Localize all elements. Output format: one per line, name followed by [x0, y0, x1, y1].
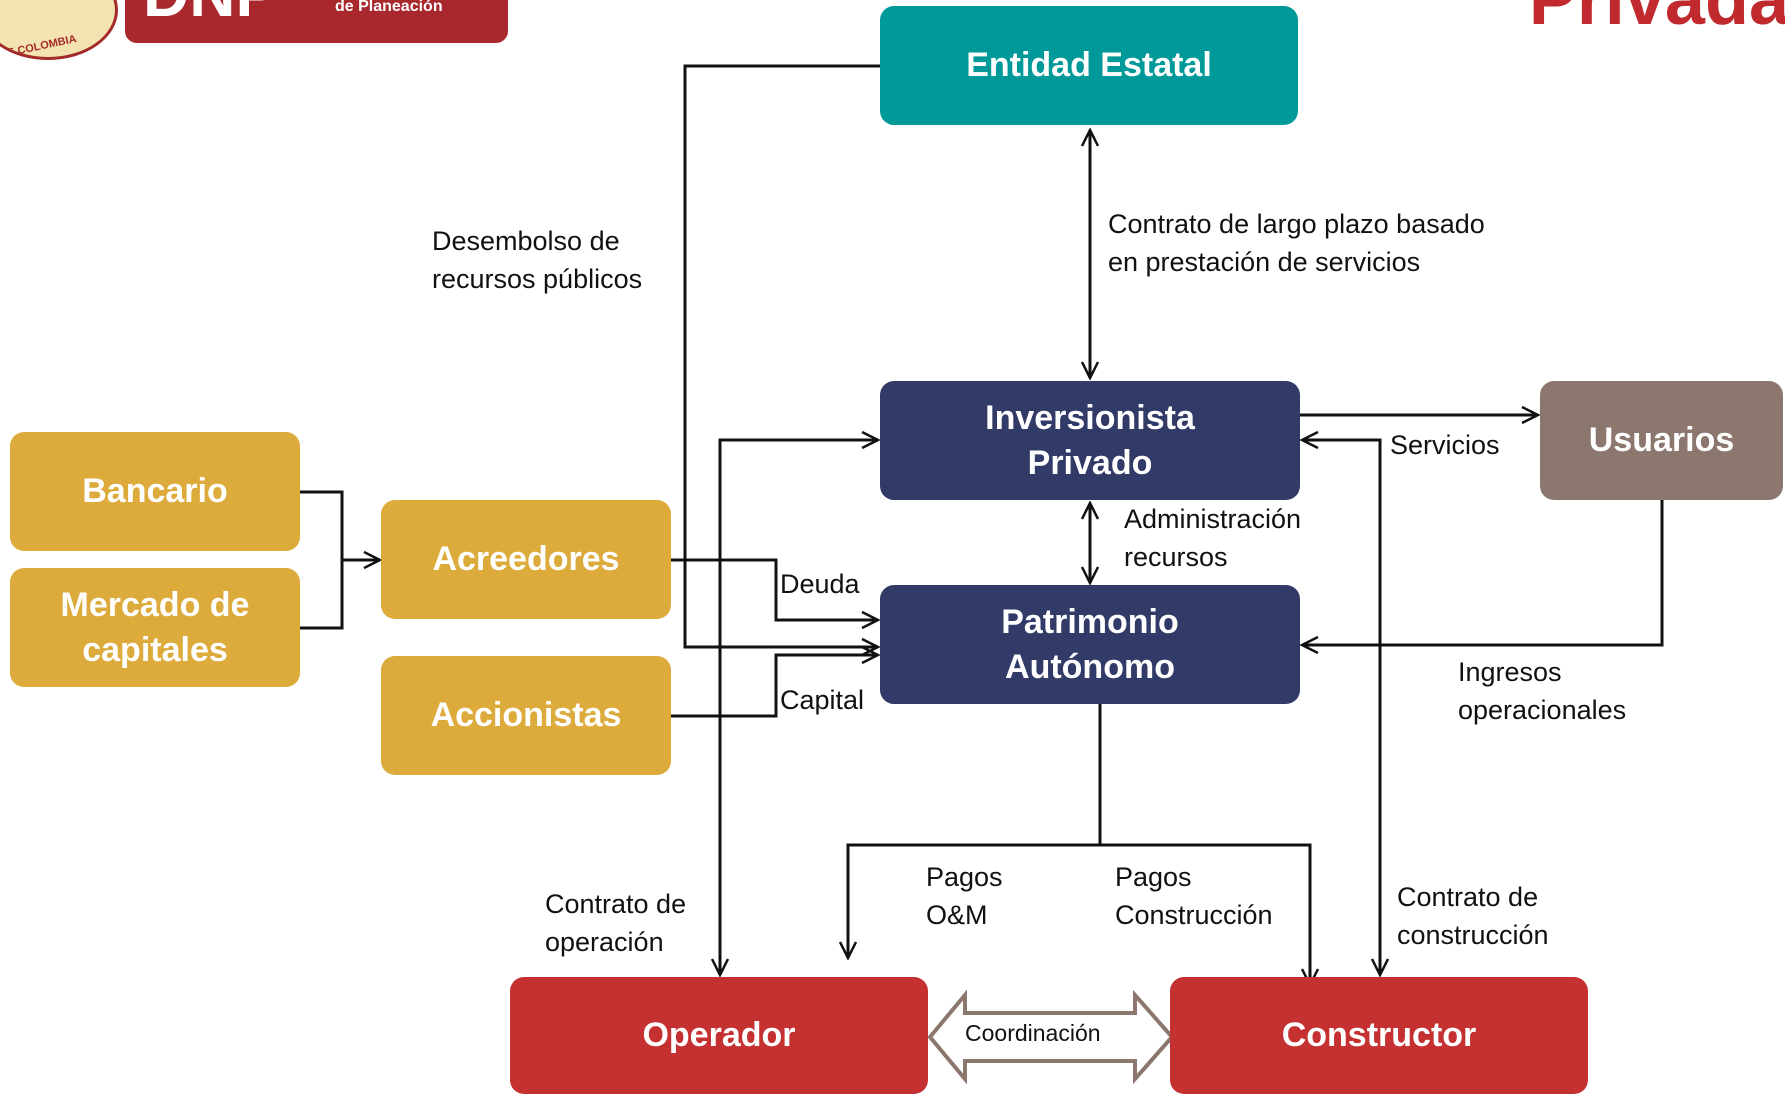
- node-mercado-de-capitales: Mercado de capitales: [10, 568, 300, 687]
- line-bancario: [300, 490, 344, 630]
- node-constructor: Constructor: [1170, 977, 1588, 1094]
- label-desembolso: Desembolso de recursos públicos: [432, 226, 643, 294]
- line-pagos: [1052, 698, 1102, 845]
- label-contrato-construccion: Contrato de construcción: [1397, 882, 1549, 950]
- dnp-logo-text: DNP: [143, 0, 278, 26]
- node-entidad-estatal: Entidad Estatal: [880, 6, 1298, 125]
- node-operador: Operador: [510, 977, 928, 1094]
- label-contrato-largo-plazo: Contrato de largo plazo basado en presta…: [1108, 209, 1485, 277]
- arrow-pagos-construccion: [1100, 843, 1310, 985]
- label-administracion-recursos: Administración recursos: [1124, 504, 1302, 572]
- page-title-fragment: Privada: [1528, 0, 1785, 40]
- node-patrimonio-autonomo: Patrimonio Autónomo: [880, 585, 1300, 704]
- label-servicios: Servicios: [1390, 430, 1500, 460]
- label-capital: Capital: [780, 685, 865, 715]
- arrow-contrato-construccion: [1302, 440, 1380, 975]
- node-usuarios: Usuarios: [1540, 381, 1783, 500]
- dnp-logo-subtitle: de Planeación: [335, 0, 443, 15]
- node-accionistas: Accionistas: [381, 656, 671, 775]
- label-pagos-construccion: Pagos Construcción: [1115, 862, 1273, 930]
- label-deuda: Deuda: [780, 569, 860, 599]
- label-contrato-operacion: Contrato de operación: [545, 889, 687, 957]
- arrow-pagos-om: [848, 843, 1100, 958]
- node-acreedores: Acreedores: [381, 500, 671, 619]
- label-coordinacion: Coordinación: [965, 1020, 1101, 1046]
- node-bancario: Bancario: [10, 432, 300, 551]
- arrow-contrato-operacion: [720, 440, 878, 975]
- dnp-logo: DNP de Planeación: [125, 0, 508, 43]
- arrow-ingresos: [1302, 500, 1664, 645]
- node-inversionista-privado: Inversionista Privado: [880, 381, 1300, 500]
- label-ingresos-operacionales: Ingresos operacionales: [1458, 657, 1627, 725]
- label-pagos-om: Pagos O&M: [926, 862, 1003, 930]
